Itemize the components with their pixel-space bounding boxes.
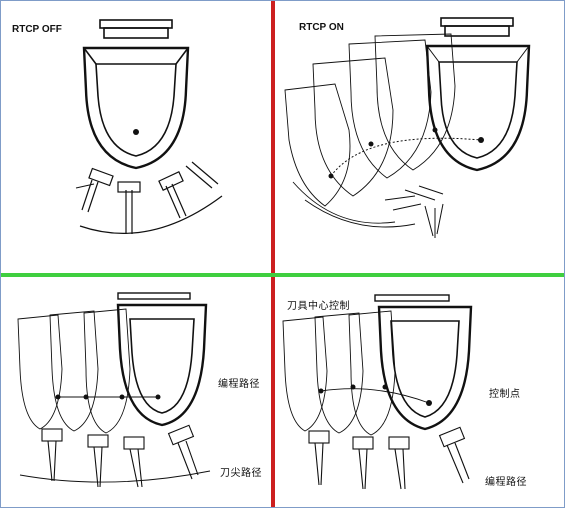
panel-program-vs-tip-path: 编程路径 刀尖路径: [0, 279, 272, 506]
horizontal-divider: [0, 273, 565, 277]
bottom-left-drawing: [17, 292, 211, 488]
vertical-divider: [271, 0, 275, 508]
rtcp-off-drawing: [75, 19, 223, 234]
rtcp-on-title: RTCP ON: [299, 22, 344, 33]
tool-center-control-label: 刀具中心控制: [287, 301, 350, 312]
tool-tip-path-label: 刀尖路径: [220, 468, 262, 479]
control-point-label: 控制点: [489, 389, 521, 400]
panel-rtcp-on: RTCP ON: [275, 0, 563, 272]
program-path-label: 编程路径: [218, 379, 260, 390]
bottom-right-drawing: [282, 294, 473, 490]
rtcp-on-drawing: [284, 17, 531, 238]
rtcp-off-title: RTCP OFF: [12, 24, 62, 35]
program-path-label-right: 编程路径: [485, 477, 527, 488]
panel-rtcp-off: RTCP OFF: [0, 0, 272, 272]
panel-tool-center-control: 刀具中心控制 控制点 编程路径: [275, 279, 563, 506]
